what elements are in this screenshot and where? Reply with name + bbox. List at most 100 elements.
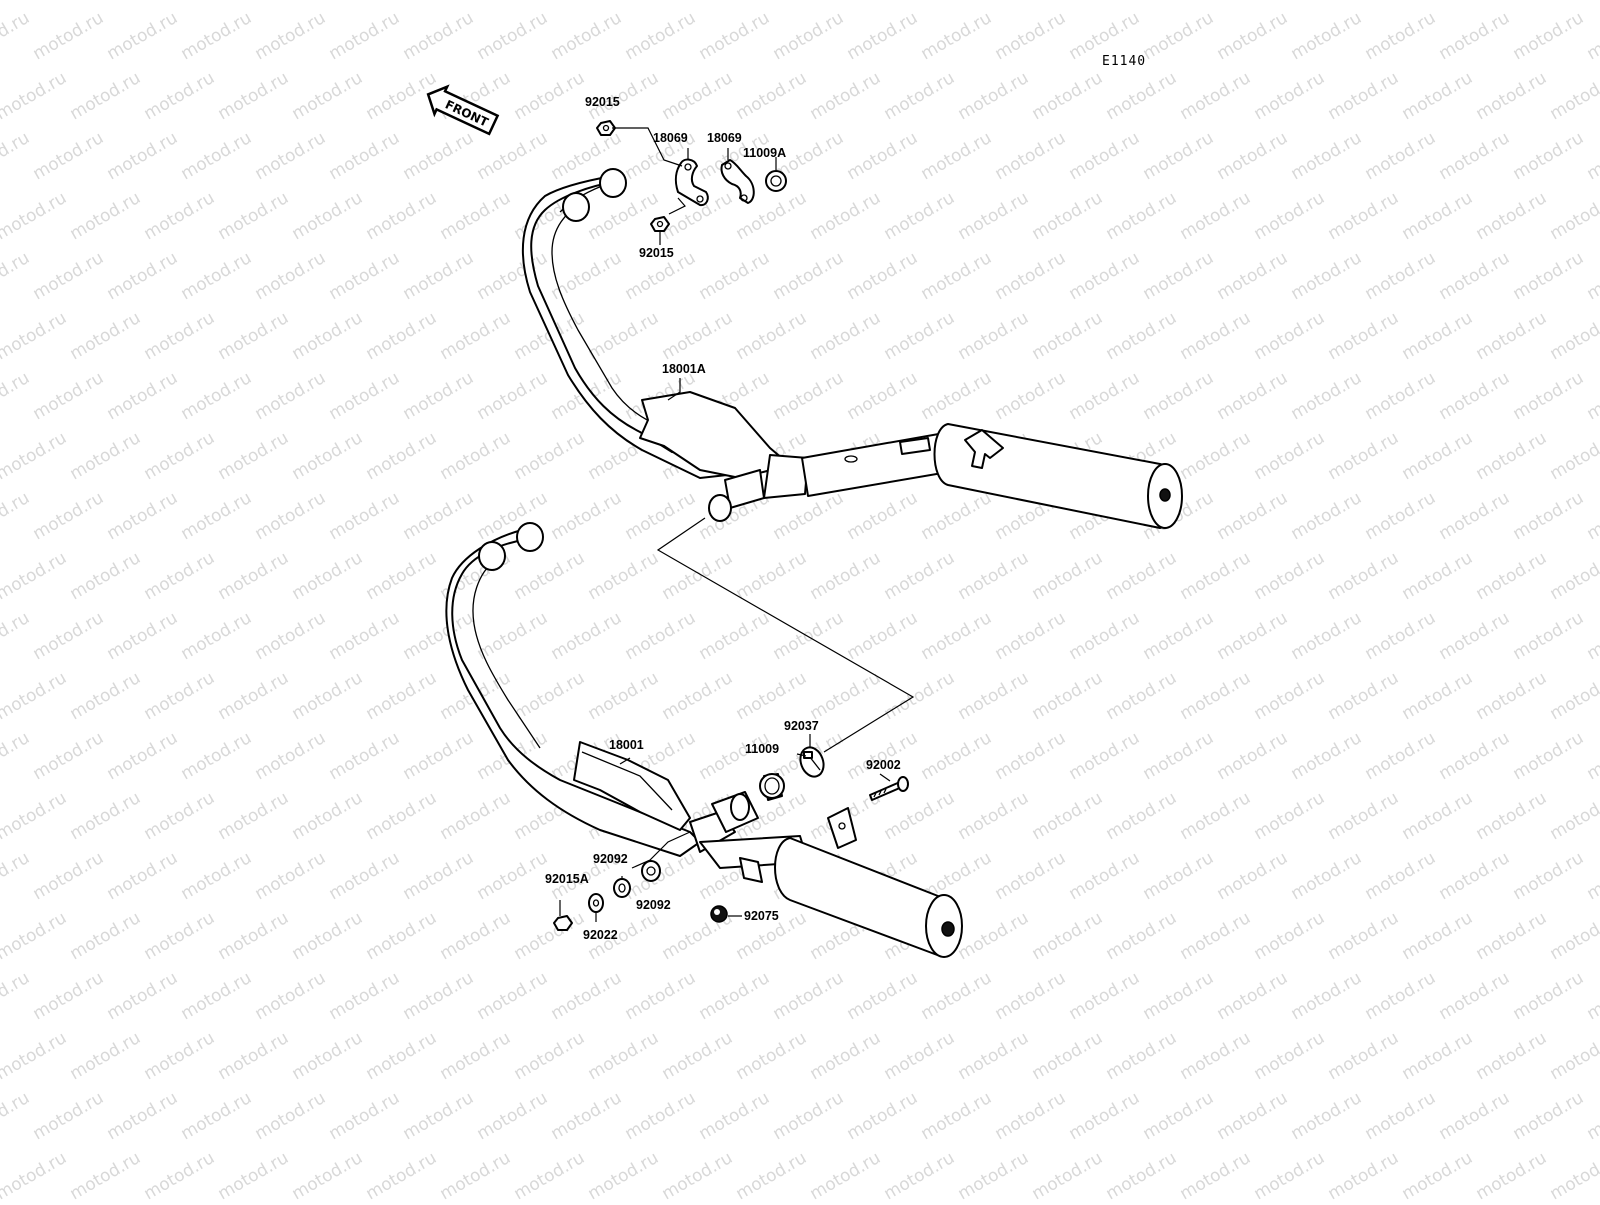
watermark-text: motod.ru xyxy=(585,1028,663,1084)
watermark-text: motod.ru xyxy=(289,668,367,724)
watermark-text: motod.ru xyxy=(1510,728,1588,784)
watermark-text: motod.ru xyxy=(474,368,552,424)
watermark-text: motod.ru xyxy=(178,1088,256,1144)
watermark-text: motod.ru xyxy=(1547,668,1600,724)
watermark-text: motod.ru xyxy=(141,428,219,484)
watermark-text: motod.ru xyxy=(881,548,959,604)
watermark-text: motod.ru xyxy=(992,608,1070,664)
watermark-text: motod.ru xyxy=(104,8,182,64)
watermark-text: motod.ru xyxy=(289,548,367,604)
label-92022: 92022 xyxy=(583,928,618,942)
watermark-text: motod.ru xyxy=(1288,488,1366,544)
watermark-text: motod.ru xyxy=(1325,68,1403,124)
watermark-text: motod.ru xyxy=(104,728,182,784)
watermark-text: motod.ru xyxy=(585,188,663,244)
watermark-text: motod.ru xyxy=(1140,968,1218,1024)
watermark-text: motod.ru xyxy=(844,968,922,1024)
watermark-text: motod.ru xyxy=(1362,608,1440,664)
watermark-text: motod.ru xyxy=(992,728,1070,784)
watermark-text: motod.ru xyxy=(215,668,293,724)
watermark-text: motod.ru xyxy=(30,368,108,424)
watermark-text: motod.ru xyxy=(1473,308,1551,364)
watermark-text: motod.ru xyxy=(0,488,33,544)
watermark-text: motod.ru xyxy=(400,128,478,184)
watermark-text: motod.ru xyxy=(511,908,589,964)
watermark-text: motod.ru xyxy=(1214,128,1292,184)
watermark-text: motod.ru xyxy=(104,368,182,424)
watermark-text: motod.ru xyxy=(1547,908,1600,964)
watermark-text: motod.ru xyxy=(1510,848,1588,904)
watermark-text: motod.ru xyxy=(955,548,1033,604)
watermark-text: motod.ru xyxy=(326,968,404,1024)
watermark-text: motod.ru xyxy=(0,608,33,664)
watermark-text: motod.ru xyxy=(1140,128,1218,184)
watermark-text: motod.ru xyxy=(1436,368,1514,424)
watermark-text: motod.ru xyxy=(215,788,293,844)
watermark-text: motod.ru xyxy=(1436,488,1514,544)
watermark-text: motod.ru xyxy=(1436,8,1514,64)
watermark-text: motod.ru xyxy=(326,128,404,184)
watermark-text: motod.ru xyxy=(1251,0,1329,4)
watermark-text: motod.ru xyxy=(1288,8,1366,64)
watermark-text: motod.ru xyxy=(733,668,811,724)
watermark-text: motod.ru xyxy=(1473,68,1551,124)
watermark-text: motod.ru xyxy=(1029,188,1107,244)
watermark-text: motod.ru xyxy=(1103,0,1181,4)
watermark-text: motod.ru xyxy=(1214,848,1292,904)
watermark-text: motod.ru xyxy=(1177,548,1255,604)
watermark-text: motod.ru xyxy=(548,608,626,664)
watermark-text: motod.ru xyxy=(511,1028,589,1084)
watermark-text: motod.ru xyxy=(289,188,367,244)
watermark-text: motod.ru xyxy=(326,1088,404,1144)
watermark-text: motod.ru xyxy=(881,0,959,4)
watermark-text: motod.ru xyxy=(363,428,441,484)
watermark-text: motod.ru xyxy=(0,0,70,4)
watermark-text: motod.ru xyxy=(1066,968,1144,1024)
watermark-text: motod.ru xyxy=(1251,428,1329,484)
watermark-text: motod.ru xyxy=(622,848,700,904)
watermark-text: motod.ru xyxy=(1325,788,1403,844)
watermark-text: motod.ru xyxy=(67,548,145,604)
watermark-text: motod.ru xyxy=(289,788,367,844)
watermark-text: motod.ru xyxy=(252,848,330,904)
watermark-text: motod.ru xyxy=(1325,308,1403,364)
watermark-text: motod.ru xyxy=(289,428,367,484)
watermark-text: motod.ru xyxy=(363,788,441,844)
watermark-text: motod.ru xyxy=(474,8,552,64)
watermark-text: motod.ru xyxy=(178,128,256,184)
watermark-text: motod.ru xyxy=(659,1028,737,1084)
watermark-text: motod.ru xyxy=(696,728,774,784)
watermark-text: motod.ru xyxy=(1029,1028,1107,1084)
watermark-text: motod.ru xyxy=(215,908,293,964)
watermark-text: motod.ru xyxy=(104,968,182,1024)
watermark-text: motod.ru xyxy=(955,188,1033,244)
watermark-text: motod.ru xyxy=(844,368,922,424)
watermark-text: motod.ru xyxy=(1140,608,1218,664)
watermark-text: motod.ru xyxy=(1288,728,1366,784)
watermark-text: motod.ru xyxy=(1251,1148,1329,1200)
watermark-text: motod.ru xyxy=(1177,428,1255,484)
watermark-text: motod.ru xyxy=(400,488,478,544)
watermark-text: motod.ru xyxy=(844,488,922,544)
watermark-text: motod.ru xyxy=(770,248,848,304)
watermark-text: motod.ru xyxy=(1029,788,1107,844)
watermark-text: motod.ru xyxy=(1584,1088,1600,1144)
watermark-text: motod.ru xyxy=(437,308,515,364)
watermark-text: motod.ru xyxy=(1399,668,1477,724)
watermark-text: motod.ru xyxy=(1251,668,1329,724)
watermark-text: motod.ru xyxy=(918,1088,996,1144)
watermark-text: motod.ru xyxy=(326,248,404,304)
watermark-text: motod.ru xyxy=(252,1088,330,1144)
grommet-92092-b xyxy=(642,861,660,881)
watermark-text: motod.ru xyxy=(955,308,1033,364)
watermark-text: motod.ru xyxy=(1214,8,1292,64)
watermark-text: motod.ru xyxy=(955,1148,1033,1200)
watermark-text: motod.ru xyxy=(178,368,256,424)
watermark-text: motod.ru xyxy=(733,548,811,604)
watermark-text: motod.ru xyxy=(1399,1028,1477,1084)
watermark-text: motod.ru xyxy=(807,308,885,364)
watermark-text: motod.ru xyxy=(215,68,293,124)
watermark-text: motod.ru xyxy=(881,188,959,244)
watermark-text: motod.ru xyxy=(289,1028,367,1084)
watermark-text: motod.ru xyxy=(289,68,367,124)
